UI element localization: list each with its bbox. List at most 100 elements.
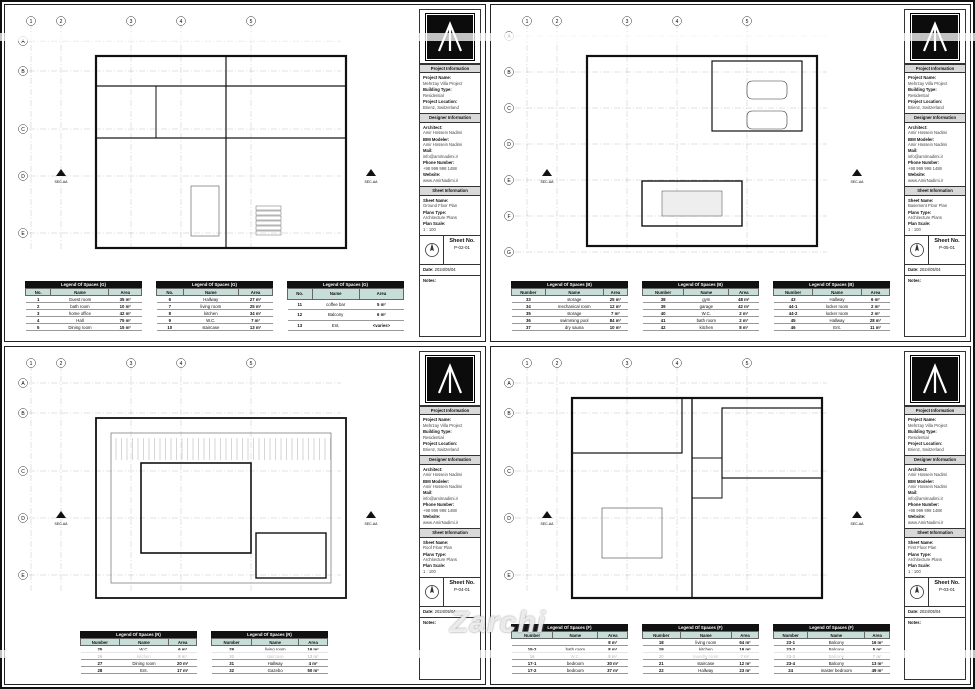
dt-k-text: Date: — [908, 267, 919, 273]
studio-logo — [905, 352, 965, 406]
grid-row-label: A — [507, 381, 511, 387]
pn-text: Mehrzay Villa Project — [908, 80, 948, 86]
bt-k-text: Building Type: — [423, 429, 452, 435]
sheet-number-box: Sheet No.P-05-01 — [905, 235, 965, 266]
sn-text: Roof Floor Plan — [423, 545, 453, 551]
legend-cell: 17 m² — [168, 666, 197, 674]
legend-cell: 24 — [773, 666, 808, 674]
legend-cell: W.C. — [183, 316, 239, 324]
bt-text: Residential — [908, 92, 929, 98]
legend-header: Number — [772, 288, 814, 296]
grid-col-label: 3 — [626, 361, 629, 367]
si-h-text: Sheet Information — [905, 528, 965, 538]
table-row: 8 m² — [511, 638, 628, 646]
legend-cell: 10 m² — [603, 323, 628, 331]
legend-cell: 13 — [287, 320, 312, 331]
legend-cell: 23-1 — [773, 638, 808, 646]
sc-k-text: Plan Scale: — [908, 563, 931, 569]
legend-cell: 36 — [511, 316, 546, 324]
bt-k-text: Building Type: — [908, 87, 937, 93]
ar-k-text: Architect: — [423, 466, 443, 472]
di-h-text: Designer Information — [905, 455, 965, 465]
sn-k-text: Sheet Name: — [908, 539, 934, 545]
ar-text: Amir Hossein Nadimi — [908, 130, 948, 136]
ws-k-text: Website: — [908, 514, 926, 520]
grid-row-label: B — [507, 411, 511, 417]
snl-text: Sheet No. — [449, 580, 475, 587]
legend-cell: living room — [680, 638, 732, 646]
ph-k-text: Phone Number: — [423, 160, 455, 166]
svg-text:SEC-AA: SEC-AA — [364, 522, 378, 526]
legend-cell: swimming pool — [545, 316, 604, 324]
bim-text: Amir Hossein Nadimi — [908, 141, 948, 147]
section-marker-icon — [366, 169, 376, 176]
pl-k-text: Project Location: — [423, 441, 458, 447]
pl-text: Brienz, Switzerland — [423, 446, 459, 452]
legend-cell: staircase — [183, 323, 239, 331]
legend-cell: 33 — [511, 295, 546, 303]
legend-header: Area — [108, 288, 142, 296]
pn-k-text: Project Name: — [908, 417, 937, 423]
legend-cell: 2 — [25, 302, 51, 310]
legend-cell: W.C. — [683, 309, 729, 317]
bim-k-text: BIM Modeler: — [908, 136, 935, 142]
dt-k-text: Date: — [908, 609, 919, 615]
grid-row-label: E — [507, 178, 511, 184]
grid-row-label: C — [507, 469, 511, 475]
ws-k-text: Website: — [908, 172, 926, 178]
st-text: Architecture Plans — [908, 556, 942, 562]
legend-cell: 44-1 — [773, 302, 813, 310]
grid-col-label: 2 — [556, 19, 559, 25]
ml-k-text: Mail: — [908, 490, 918, 496]
legend-cell: 32 — [211, 666, 252, 674]
nt-k-text: Notes: — [908, 619, 922, 625]
legend-cell: 7 — [156, 302, 184, 310]
pl-text: Brienz, Switzerland — [908, 104, 944, 110]
ml-text: info@amirnadimi.ir — [423, 495, 458, 501]
legend-cell: Balcony — [312, 309, 360, 321]
pn-k-text: Project Name: — [423, 75, 452, 81]
legend-cell: 84 m² — [603, 316, 628, 324]
grid-row-label: G — [507, 250, 511, 256]
legend-title: Legend Of Spaces (F) — [642, 624, 759, 631]
legend-cell: Balcony — [807, 659, 865, 667]
grid-row-label: C — [21, 469, 25, 475]
legend-cell: Hallway — [183, 295, 239, 303]
legend-header: Name — [118, 638, 170, 646]
legend-header: Area — [237, 288, 274, 296]
bim-k-text: BIM Modeler: — [908, 478, 935, 484]
legend-cell: 75 m² — [108, 316, 142, 324]
legend-cell: 7 m² — [238, 316, 273, 324]
svg-text:SEC-AA: SEC-AA — [54, 522, 68, 526]
legend-cell: 15 m² — [108, 323, 142, 331]
legend-cell: Hallway — [251, 659, 299, 667]
legend-cell: Dining room — [50, 323, 109, 331]
pl-text: Brienz, Switzerland — [908, 446, 944, 452]
snl-text: Sheet No. — [449, 238, 475, 245]
sheet-number-box: Sheet No.P-02-01 — [420, 235, 480, 266]
legend-cell: 2 m² — [861, 302, 890, 310]
ph-text: +98 999 998 1488 — [423, 165, 457, 171]
grid-row-label: A — [21, 39, 25, 45]
svg-text:SEC-AA: SEC-AA — [364, 180, 378, 184]
legend-title: Legend Of Spaces (G) — [287, 281, 404, 288]
legend-cell — [511, 638, 553, 646]
legend-cell: 10 — [156, 323, 184, 331]
legend-cell: 41 — [642, 316, 684, 324]
